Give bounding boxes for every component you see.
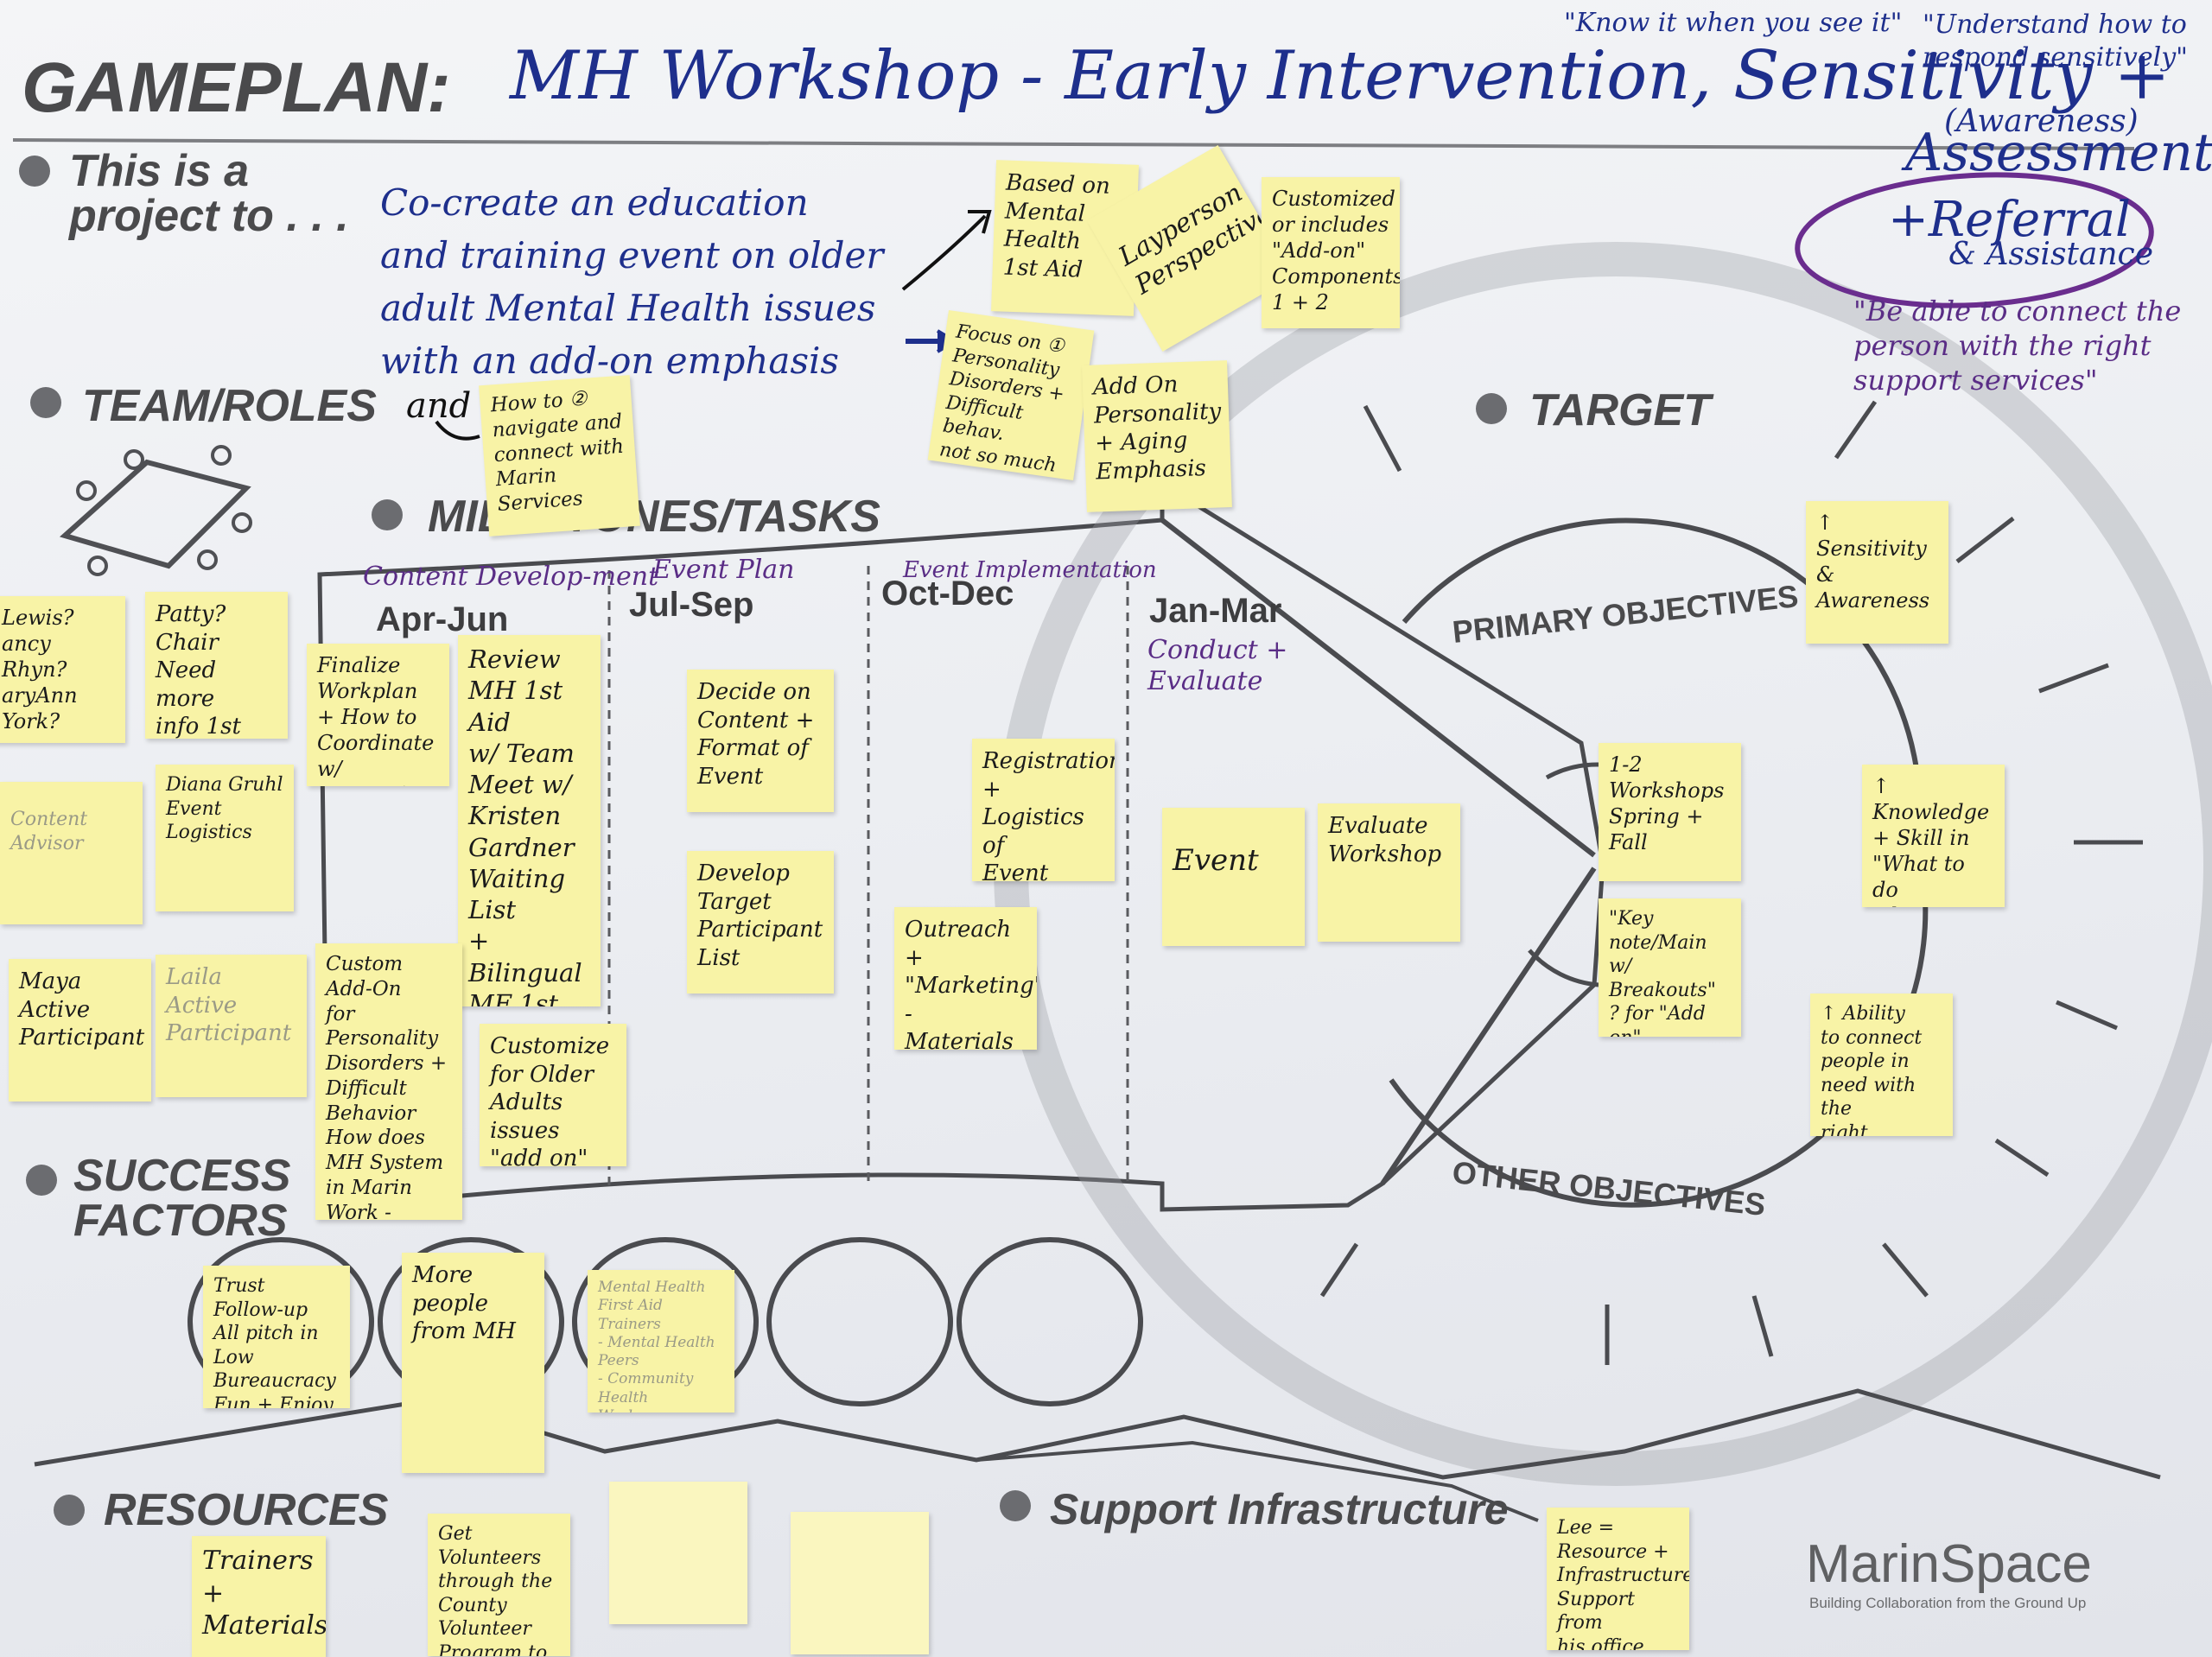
sticky-note-faded-resource-1 <box>609 1482 747 1624</box>
column-title-jan-mar: Jan-Mar <box>1149 592 1282 630</box>
column-sub-jan-mar: Conduct + Evaluate <box>1147 635 1288 696</box>
sticky-note-laila: Laila Active Participant <box>156 955 307 1097</box>
sticky-note-mental-health-trainers: Mental Health First Aid Trainers - Menta… <box>588 1270 734 1413</box>
assistance-note: & Assistance <box>1948 237 2154 272</box>
support-infrastructure-heading: Support Infrastructure <box>1050 1485 1509 1533</box>
sticky-note-ability-to-connect: ↑ Ability to connect people in need with… <box>1810 994 1953 1136</box>
sticky-note-sensitivity-awareness: ↑ Sensitivity & Awareness <box>1806 501 1948 644</box>
team-roles-bullet <box>30 387 61 418</box>
sticky-note-add-on: Add On Personality + Aging Emphasis <box>1082 360 1232 512</box>
sticky-note-get-volunteers: Get Volunteers through the County Volunt… <box>428 1514 570 1656</box>
project-bullet <box>19 156 50 187</box>
workshop-title: MH Workshop - Early Intervention, Sensit… <box>510 37 2171 115</box>
sticky-note-patty: Patty? Chair Need more info 1st <box>145 592 288 739</box>
column-title-jul-sep: Jul-Sep <box>629 586 754 624</box>
gameplan-label: GAMEPLAN: <box>22 48 451 127</box>
sticky-note-event: Event <box>1162 808 1305 946</box>
sticky-note-lewis: Lewis? ancy Rhyn? aryAnn York? <box>0 596 125 743</box>
sticky-note-focus-on-personality: Focus on ① Personality Disorders + Diffi… <box>927 310 1095 480</box>
success-factors-bullet <box>26 1165 57 1196</box>
sticky-note-decide-on-content: Decide on Content + Format of Event <box>687 670 834 812</box>
success-factors-heading: SUCCESS FACTORS <box>73 1151 291 1246</box>
sticky-note-knowledge-skill: ↑ Knowledge + Skill in "What to do when.… <box>1862 765 2005 907</box>
sticky-note-customized: Customized or includes "Add-on" Componen… <box>1262 177 1400 328</box>
sticky-note-trust-follow-up: Trust Follow-up All pitch in Low Bureauc… <box>203 1266 350 1408</box>
sticky-note-navigate-marin: How to ② navigate and connect with Marin… <box>479 375 640 536</box>
sticky-note-more-people-from-mh: More people from MH <box>402 1253 544 1473</box>
target-heading: TARGET <box>1529 385 1711 435</box>
sticky-note-custom-add-on: Custom Add-On for Personality Disorders … <box>315 943 462 1220</box>
sticky-note-faded-resource-2 <box>791 1512 929 1654</box>
column-title-apr-jun: Apr-Jun <box>376 600 509 638</box>
resources-heading: RESOURCES <box>104 1485 389 1535</box>
quote-understand: "Understand how to respond sensitively" <box>1923 10 2188 73</box>
column-sub-apr-jun: Content Develop-ment <box>363 562 659 592</box>
project-statement: Co-create an education and training even… <box>380 181 884 382</box>
marinspace-logo: MarinSpace Building Collaboration from t… <box>1806 1533 2092 1612</box>
sticky-note-maya: Maya Active Participant <box>9 959 151 1101</box>
sticky-note-workshops-spring-fall: 1-2 Workshops Spring + Fall <box>1599 743 1741 881</box>
connect-quote: "Be able to connect the person with the … <box>1853 295 2182 397</box>
team-roles-heading: TEAM/ROLES <box>82 381 377 431</box>
sticky-note-finalize-workplan: Finalize Workplan + How to Coordinate w/… <box>307 644 449 786</box>
team-roles-and: and <box>406 386 472 426</box>
sticky-note-lee-resource: Lee = Resource + Infrastructure Support … <box>1547 1508 1689 1650</box>
column-title-oct-dec: Oct-Dec <box>881 575 1014 613</box>
sticky-note-review-mh-first-aid: Review MH 1st Aid w/ Team Meet w/ Kriste… <box>458 635 601 1006</box>
resources-bullet <box>54 1495 85 1526</box>
sticky-note-content-advisor: Content Advisor <box>0 782 143 924</box>
support-infrastructure-bullet <box>1000 1490 1031 1521</box>
sticky-note-evaluate-workshop: Evaluate Workshop <box>1318 803 1460 942</box>
logo-name: MarinSpace <box>1806 1534 2092 1594</box>
sticky-note-customize-older-adults: Customize for Older Adults issues "add o… <box>480 1024 626 1166</box>
sticky-note-keynote-breakouts: "Key note/Main w/ Breakouts" ? for "Add … <box>1599 898 1741 1037</box>
logo-tagline: Building Collaboration from the Ground U… <box>1809 1595 2087 1611</box>
target-bullet <box>1476 393 1507 424</box>
awareness-note: (Awareness) <box>1944 104 2139 139</box>
sticky-note-outreach-marketing: Outreach + "Marketing" - Materials <box>894 907 1037 1050</box>
sticky-note-diana-gruhl: Diana Gruhl Event Logistics <box>156 765 294 911</box>
project-label: This is a project to . . . <box>69 146 349 241</box>
sticky-note-develop-target-list: Develop Target Participant List <box>687 851 834 994</box>
column-sub-jul-sep: Event Plan <box>652 555 795 585</box>
sticky-note-trainers-materials: Trainers + Materials <box>192 1536 326 1657</box>
referral-note: +Referral <box>1888 192 2131 248</box>
column-sub-oct-dec: Event Implementation <box>903 557 1157 583</box>
sticky-note-registration-logistics: Registration + Logistics of Event <box>972 739 1115 881</box>
assessment-note: Assessment <box>1905 123 2212 183</box>
quote-know-it: "Know it when you see it" <box>1564 8 1903 38</box>
milestones-bullet <box>372 499 403 530</box>
